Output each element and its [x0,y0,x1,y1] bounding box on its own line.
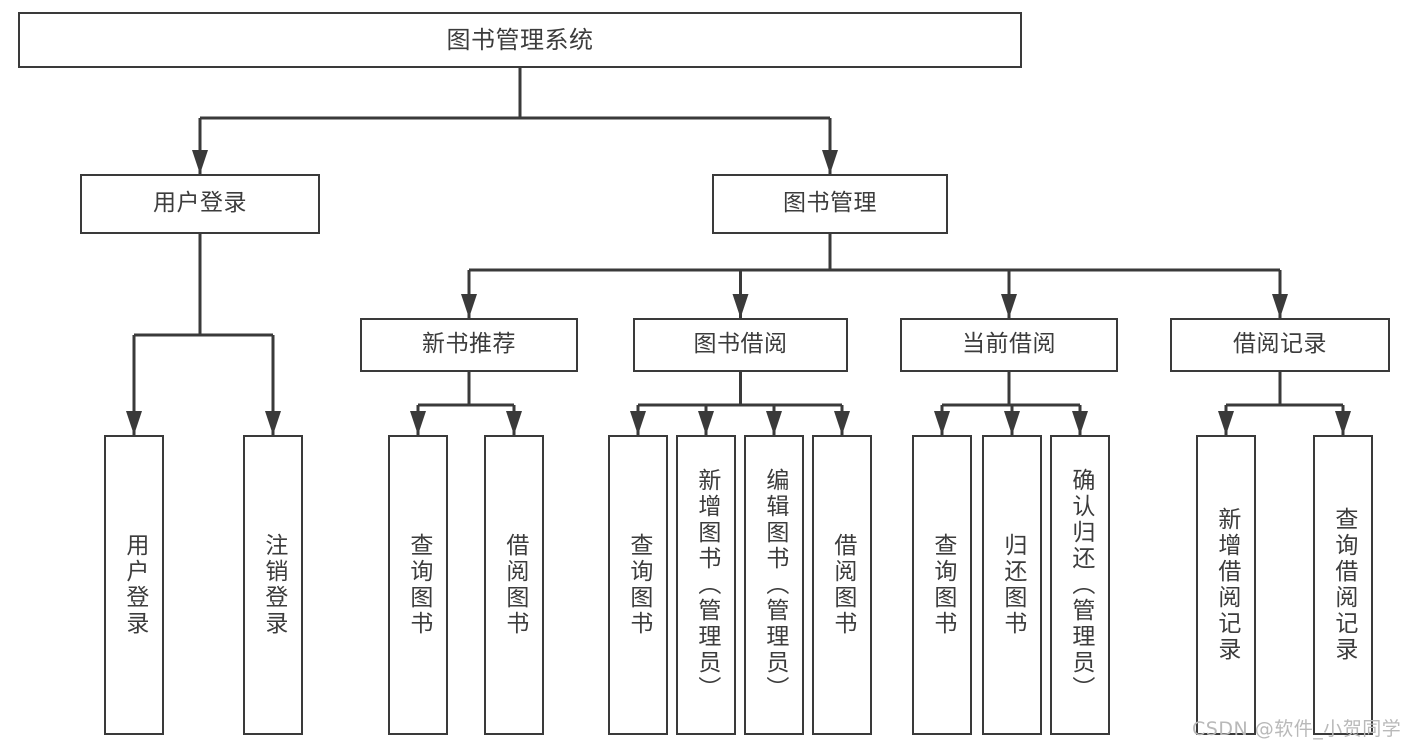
node-label: 查询图书 [929,533,956,637]
node-label: 借阅图书 [829,533,856,637]
node-leaf2: 注销登录 [243,435,303,735]
node-label: 图书借阅 [693,331,788,358]
node-leaf4: 借阅图书 [484,435,544,735]
node-leaf6: 新增图书（管理员） [676,435,736,735]
node-label: 编辑图书（管理员） [761,468,788,702]
node-label: 注销登录 [260,533,287,637]
node-leaf3: 查询图书 [388,435,448,735]
node-label: 查询借阅记录 [1330,507,1357,663]
node-records: 借阅记录 [1170,318,1390,372]
node-label: 新增图书（管理员） [693,468,720,702]
node-label: 图书管理 [783,190,877,217]
node-label: 归还图书 [999,533,1026,637]
node-leaf5: 查询图书 [608,435,668,735]
node-leaf1: 用户登录 [104,435,164,735]
node-label: 查询图书 [405,533,432,637]
node-leaf12: 新增借阅记录 [1196,435,1256,735]
node-leaf7: 编辑图书（管理员） [744,435,804,735]
node-label: 确认归还（管理员） [1067,468,1094,702]
node-leaf11: 确认归还（管理员） [1050,435,1110,735]
node-login: 用户登录 [80,174,320,234]
node-label: 借阅图书 [501,533,528,637]
node-leaf10: 归还图书 [982,435,1042,735]
node-label: 新书推荐 [422,331,516,358]
node-label: 新增借阅记录 [1213,507,1240,663]
node-label: 借阅记录 [1233,331,1327,358]
node-leaf8: 借阅图书 [812,435,872,735]
node-leaf9: 查询图书 [912,435,972,735]
node-borrow: 图书借阅 [633,318,848,372]
node-label: 用户登录 [121,533,148,637]
node-root: 图书管理系统 [18,12,1022,68]
node-bookmgmt: 图书管理 [712,174,948,234]
node-label: 用户登录 [153,190,247,217]
node-leaf13: 查询借阅记录 [1313,435,1373,735]
node-label: 图书管理系统 [446,25,594,54]
node-label: 当前借阅 [962,331,1056,358]
node-current: 当前借阅 [900,318,1118,372]
node-newbook: 新书推荐 [360,318,578,372]
watermark-label: CSDN @软件_小贺同学 [1192,718,1402,740]
node-label: 查询图书 [625,533,652,637]
